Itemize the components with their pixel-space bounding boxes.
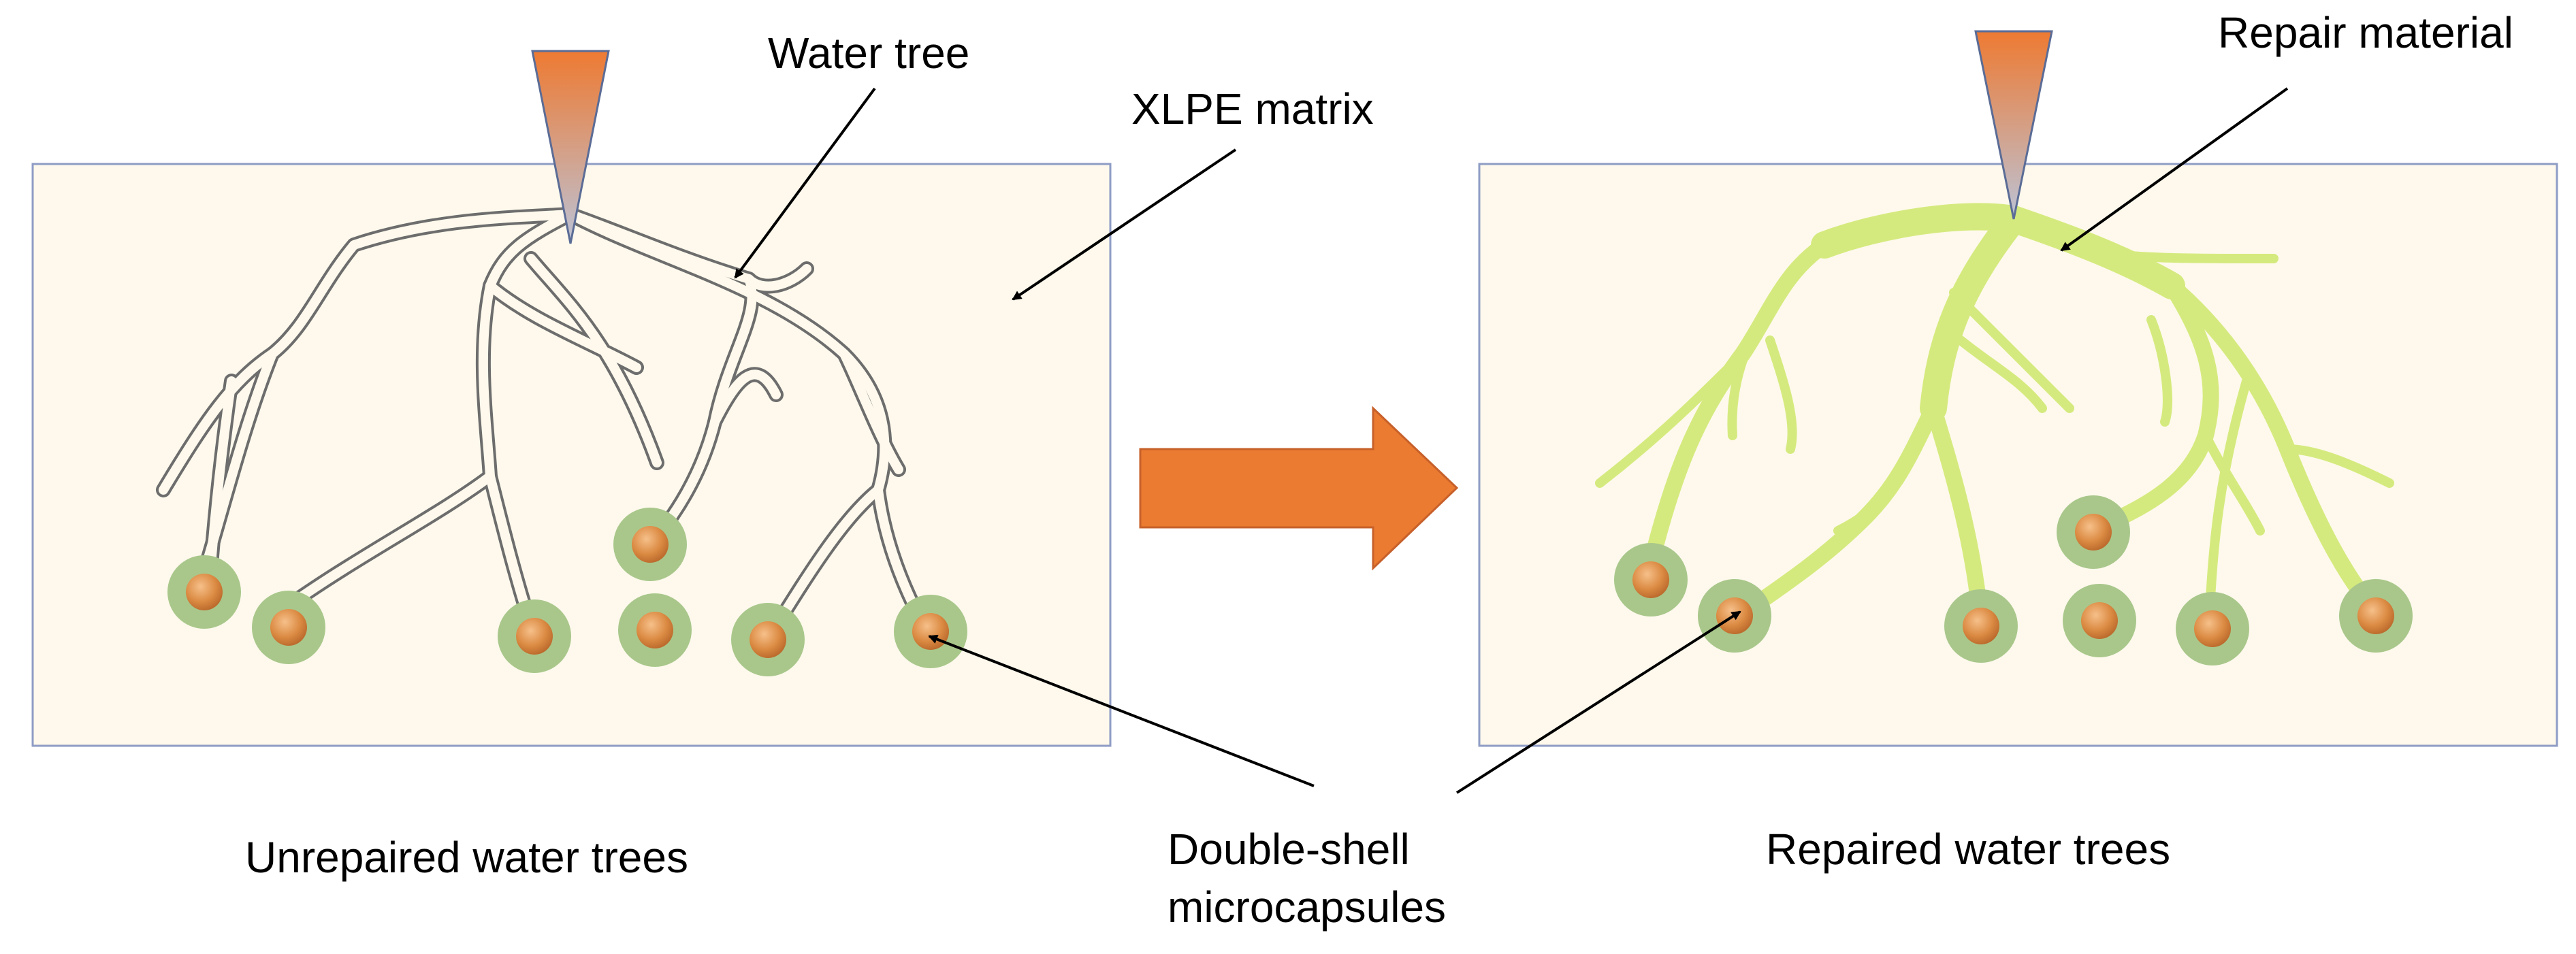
microcapsules-right: [1614, 495, 2413, 665]
label-microcapsules-line2: microcapsules: [1168, 883, 1446, 932]
pointer-capsule-right: [1455, 610, 1741, 794]
microcapsule: [894, 595, 967, 668]
pointer-xlpe-matrix: [1012, 148, 1237, 301]
microcapsule: [2339, 579, 2413, 653]
microcapsule: [252, 591, 325, 664]
microcapsule: [618, 593, 692, 667]
needle-electrode-right: [1974, 30, 2053, 220]
pointer-repair-material: [2060, 87, 2289, 252]
pointer-capsule-left: [928, 634, 1315, 787]
microcapsule: [2063, 584, 2136, 657]
microcapsules-left: [167, 508, 967, 676]
label-repaired-water-trees: Repaired water trees: [1766, 825, 2170, 874]
microcapsule: [1944, 589, 2018, 663]
label-repair-material: Repair material: [2218, 8, 2513, 57]
label-water-tree: Water tree: [768, 29, 969, 78]
microcapsule: [1614, 543, 1688, 616]
pointer-water-tree: [734, 87, 876, 279]
microcapsule: [2057, 495, 2130, 569]
label-unrepaired-water-trees: Unrepaired water trees: [245, 833, 688, 882]
microcapsule: [731, 603, 805, 676]
label-xlpe-matrix: XLPE matrix: [1131, 84, 1374, 133]
microcapsule: [498, 599, 571, 673]
label-microcapsules-line1: Double-shell: [1168, 825, 1410, 874]
repaired-water-tree: [1595, 203, 2394, 634]
microcapsule: [167, 555, 241, 629]
microcapsule: [2176, 592, 2249, 665]
process-arrow: [1139, 406, 1459, 571]
microcapsule: [613, 508, 687, 581]
needle-electrode-left: [531, 50, 610, 244]
pointer-arrows: [734, 87, 2289, 794]
